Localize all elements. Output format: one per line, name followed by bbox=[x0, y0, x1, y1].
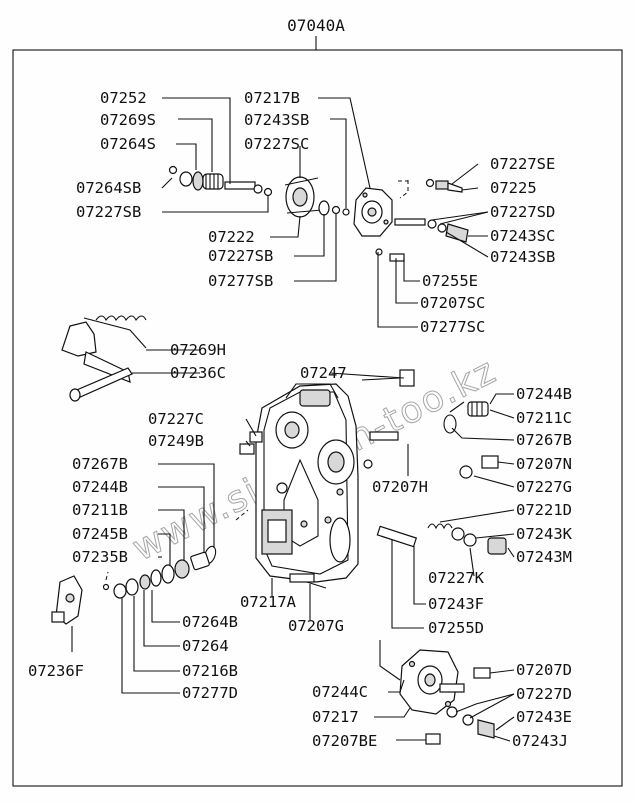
label-07227sb-mid: 07227SB bbox=[208, 247, 273, 265]
label-07227sc: 07227SC bbox=[244, 135, 309, 153]
label-07227c: 07227C bbox=[148, 410, 204, 428]
label-07243m: 07243M bbox=[516, 548, 572, 566]
label-07236c: 07236C bbox=[170, 364, 226, 382]
label-07207g: 07207G bbox=[288, 617, 344, 635]
label-07264b: 07264B bbox=[182, 613, 238, 631]
label-07243k: 07243K bbox=[516, 525, 573, 543]
label-07267b-right: 07267B bbox=[516, 431, 572, 449]
label-07243sb-right: 07243SB bbox=[490, 248, 555, 266]
label-07243sc: 07243SC bbox=[490, 227, 555, 245]
label-07269s: 07269S bbox=[100, 111, 156, 129]
label-07222: 07222 bbox=[208, 228, 255, 246]
label-07277d: 07277D bbox=[182, 684, 238, 702]
top-left-parts bbox=[168, 165, 469, 262]
label-07264s: 07264S bbox=[100, 135, 156, 153]
label-07243sb-top: 07243SB bbox=[244, 111, 309, 129]
label-07244c: 07244C bbox=[312, 683, 368, 701]
label-07207n: 07207N bbox=[516, 455, 572, 473]
label-07227d: 07227D bbox=[516, 685, 572, 703]
label-07227se: 07227SE bbox=[490, 155, 555, 173]
label-07227g: 07227G bbox=[516, 478, 572, 496]
part-labels: 07252 07269S 07264S 07264SB 07227SB 0721… bbox=[28, 89, 573, 750]
label-07211b: 07211B bbox=[72, 501, 128, 519]
left-stack-parts bbox=[51, 545, 217, 625]
label-07245b: 07245B bbox=[72, 525, 128, 543]
label-07236f: 07236F bbox=[28, 662, 84, 680]
label-07267b-left: 07267B bbox=[72, 455, 128, 473]
label-07243f: 07243F bbox=[428, 595, 484, 613]
label-07207h: 07207H bbox=[372, 478, 428, 496]
diagram-frame bbox=[12, 49, 623, 787]
label-07221d: 07221D bbox=[516, 501, 572, 519]
leader-lines bbox=[71, 97, 515, 742]
label-07217a: 07217A bbox=[240, 593, 297, 611]
lower-cover bbox=[399, 649, 495, 745]
label-07249b: 07249B bbox=[148, 432, 204, 450]
label-07243e: 07243E bbox=[516, 708, 572, 726]
governor-body bbox=[255, 383, 359, 583]
label-07227k: 07227K bbox=[428, 569, 485, 587]
label-07227sd: 07227SD bbox=[490, 203, 555, 221]
label-07217: 07217 bbox=[312, 708, 359, 726]
label-07277sb: 07277SB bbox=[208, 272, 273, 290]
assembly-title: 07040A bbox=[287, 16, 345, 35]
label-07225: 07225 bbox=[490, 179, 537, 197]
label-07244b-right: 07244B bbox=[516, 385, 572, 403]
label-07217b: 07217B bbox=[244, 89, 300, 107]
lever-assembly bbox=[61, 315, 147, 402]
right-side-parts bbox=[239, 369, 507, 589]
label-07277sc: 07277SC bbox=[420, 318, 485, 336]
label-07207d: 07207D bbox=[516, 661, 572, 679]
label-07247: 07247 bbox=[300, 364, 347, 382]
label-07264sb: 07264SB bbox=[76, 179, 141, 197]
label-07255d: 07255D bbox=[428, 619, 484, 637]
label-07207be: 07207BE bbox=[312, 732, 377, 750]
label-07216b: 07216B bbox=[182, 662, 238, 680]
label-07207sc: 07207SC bbox=[420, 294, 485, 312]
label-07243j: 07243J bbox=[512, 732, 568, 750]
label-07252: 07252 bbox=[100, 89, 147, 107]
label-07269h: 07269H bbox=[170, 341, 226, 359]
label-07235b: 07235B bbox=[72, 548, 128, 566]
label-07211c: 07211C bbox=[516, 409, 572, 427]
label-07264: 07264 bbox=[182, 637, 229, 655]
label-07255e: 07255E bbox=[422, 272, 478, 290]
label-07244b-left: 07244B bbox=[72, 478, 128, 496]
label-07227sb-top: 07227SB bbox=[76, 203, 141, 221]
